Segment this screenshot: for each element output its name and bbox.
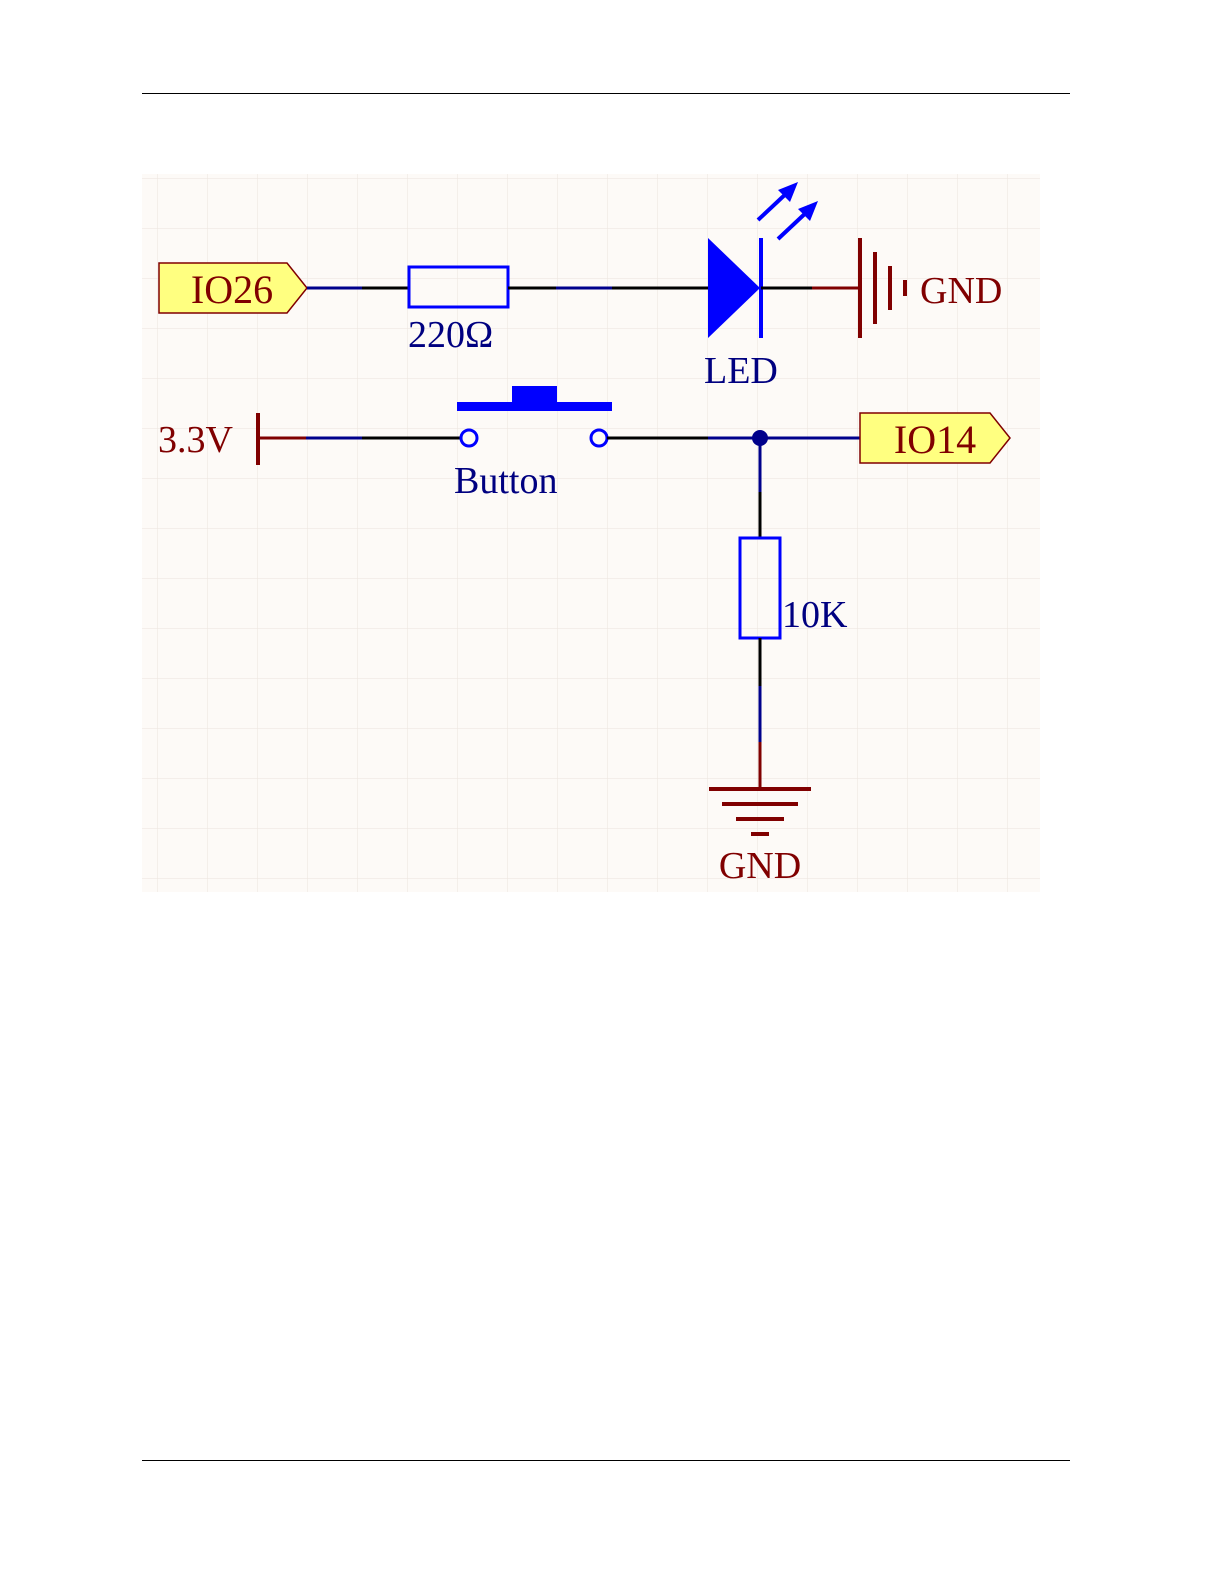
io26-port: IO26 — [159, 263, 307, 313]
button-label: Button — [454, 460, 557, 502]
led-label: LED — [704, 350, 778, 392]
footer-rule — [142, 1460, 1070, 1461]
button-actuator-knob — [512, 386, 557, 404]
button-contact-right — [591, 430, 607, 446]
button-contact-left — [461, 430, 477, 446]
io14-port: IO14 — [860, 413, 1010, 463]
circuit-diagram: IO26 220Ω LED GND 3.3V But — [142, 174, 1040, 892]
gnd-top-label: GND — [920, 270, 1002, 312]
vcc-label: 3.3V — [158, 419, 234, 461]
resistor-220-label: 220Ω — [408, 314, 493, 356]
header-rule — [142, 93, 1070, 94]
io14-port-label: IO14 — [894, 417, 976, 462]
gnd-bottom-label: GND — [719, 845, 801, 887]
io26-port-label: IO26 — [191, 267, 273, 312]
resistor-10k-label: 10K — [782, 594, 848, 636]
